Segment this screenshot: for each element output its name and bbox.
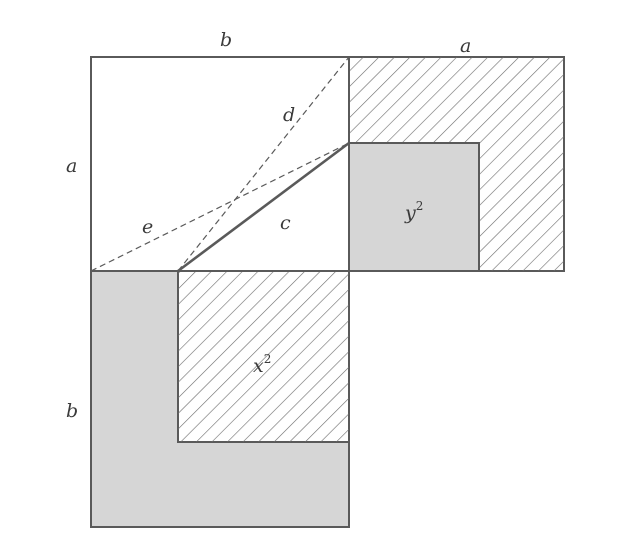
dashed-segment-d [177, 56, 350, 272]
label-top-a: a [460, 35, 471, 57]
label-left-a: a [66, 155, 77, 177]
label-d: d [283, 104, 295, 126]
segment-c [177, 141, 350, 273]
x-squared-hatch-fill [178, 271, 349, 442]
label-x-squared: x2 [253, 352, 271, 377]
y-squared-shaded [348, 142, 480, 272]
label-y-squared: y2 [404, 199, 423, 224]
label-left-b: b [66, 400, 78, 422]
label-top-b: b [220, 29, 232, 51]
label-e: e [142, 216, 153, 238]
label-c: c [280, 212, 291, 234]
dashed-segment-e [90, 142, 350, 272]
main-rectangle [90, 56, 350, 272]
